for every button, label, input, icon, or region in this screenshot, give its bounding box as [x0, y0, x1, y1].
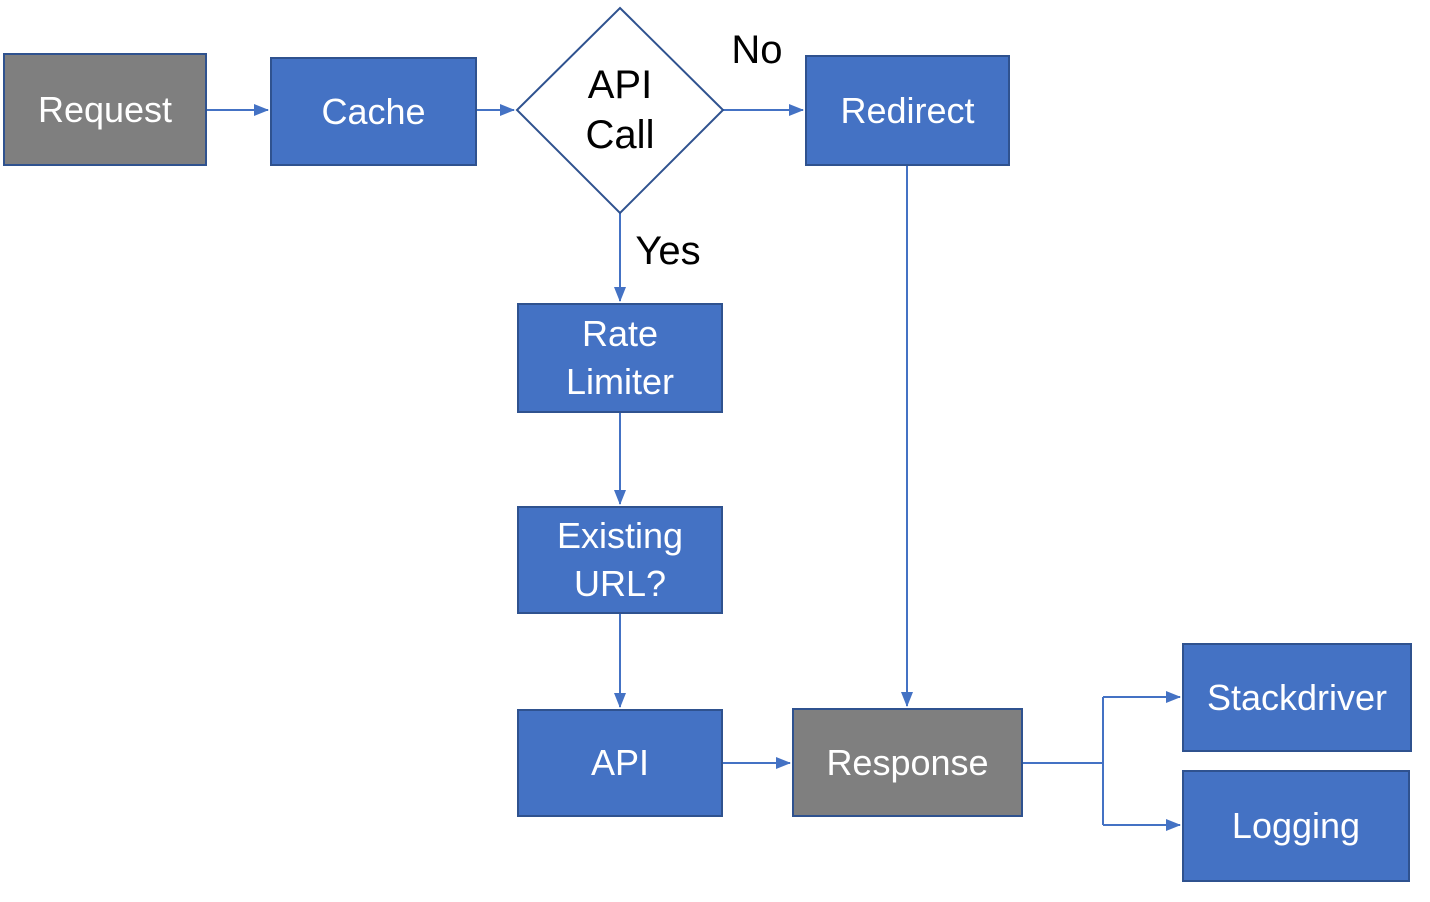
node-api-label: API [590, 742, 650, 784]
node-api: API [517, 709, 723, 817]
node-response: Response [792, 708, 1023, 817]
node-redirect-label: Redirect [840, 89, 975, 131]
node-request: Request [3, 53, 207, 166]
node-logging-label: Logging [1231, 805, 1361, 847]
node-cache-label: Cache [321, 90, 426, 132]
node-response-label: Response [826, 741, 989, 783]
node-stackdriver: Stackdriver [1182, 643, 1412, 752]
node-logging: Logging [1182, 770, 1410, 882]
node-rate-limiter: Rate Limiter [517, 303, 723, 413]
node-rate-limiter-label: Rate Limiter [565, 313, 675, 402]
decision-diamond-api-call [515, 6, 725, 215]
node-cache: Cache [270, 57, 477, 166]
edge-label-yes: Yes [635, 229, 701, 273]
node-request-label: Request [37, 88, 173, 130]
node-stackdriver-label: Stackdriver [1206, 676, 1388, 718]
node-existing-url-label: Existing URL? [556, 515, 684, 604]
node-existing-url: Existing URL? [517, 506, 723, 614]
edge-response-branch-trunk [1023, 697, 1104, 825]
node-redirect: Redirect [805, 55, 1010, 166]
edge-label-no: No [731, 28, 783, 72]
node-api-call-label: API Call [585, 63, 655, 157]
